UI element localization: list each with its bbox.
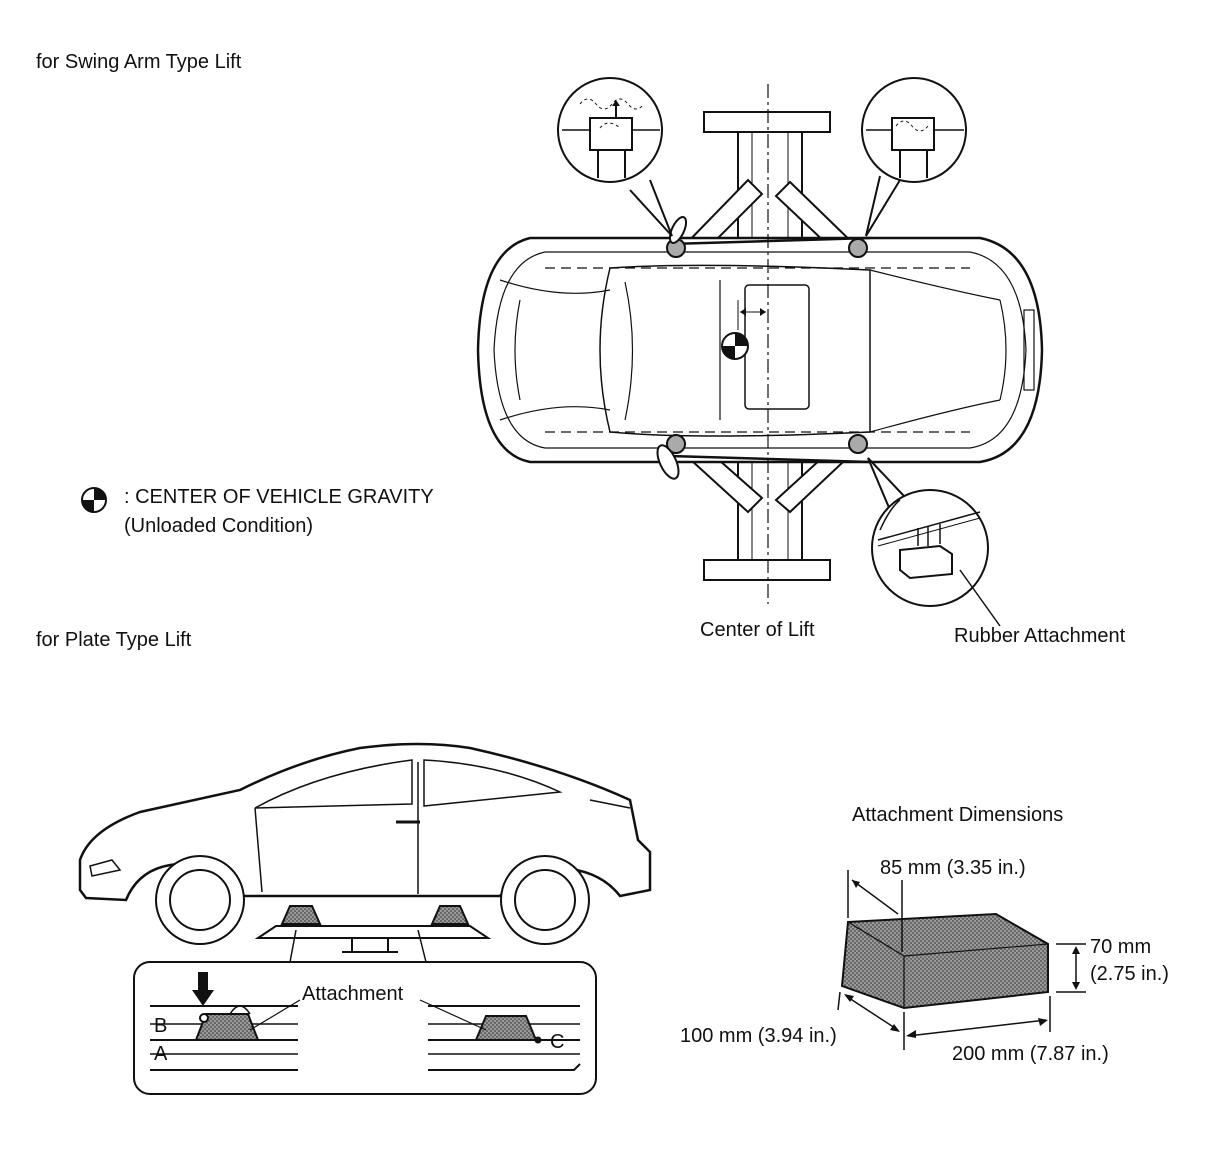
dimension-height-in: (2.75 in.) (1090, 963, 1169, 985)
legend-gravity-icon (81, 487, 107, 513)
dimension-depth: 100 mm (3.94 in.) (680, 1025, 837, 1047)
pad-detail-callout-left (557, 77, 673, 237)
dimension-width: 85 mm (3.35 in.) (880, 857, 1026, 879)
swing-arm-lift-view (476, 84, 1044, 604)
dimensions-title: Attachment Dimensions (852, 804, 1064, 826)
legend-text-line2: (Unloaded Condition) (124, 515, 314, 537)
pad-detail-callout-right (861, 77, 967, 237)
dimension-length: 200 mm (7.87 in.) (952, 1043, 1109, 1065)
attachment-dimension-block (837, 870, 1086, 1050)
rubber-attachment-callout (867, 457, 1001, 627)
rubber-attachment-label: Rubber Attachment (954, 625, 1126, 647)
center-of-lift-label: Center of Lift (700, 619, 815, 641)
dimension-height-mm: 70 mm (1090, 936, 1152, 958)
plate-lift-side-view (78, 742, 652, 1095)
legend-text-line1: : CENTER OF VEHICLE GRAVITY (124, 486, 434, 508)
attachment-label: Attachment (302, 983, 404, 1005)
point-c-label: C (550, 1031, 565, 1053)
point-a-label: A (154, 1043, 168, 1065)
plate-lift-caption: for Plate Type Lift (36, 629, 192, 651)
point-b-label: B (154, 1015, 168, 1037)
swing-arm-caption: for Swing Arm Type Lift (36, 51, 242, 73)
center-of-gravity-icon (721, 332, 749, 360)
